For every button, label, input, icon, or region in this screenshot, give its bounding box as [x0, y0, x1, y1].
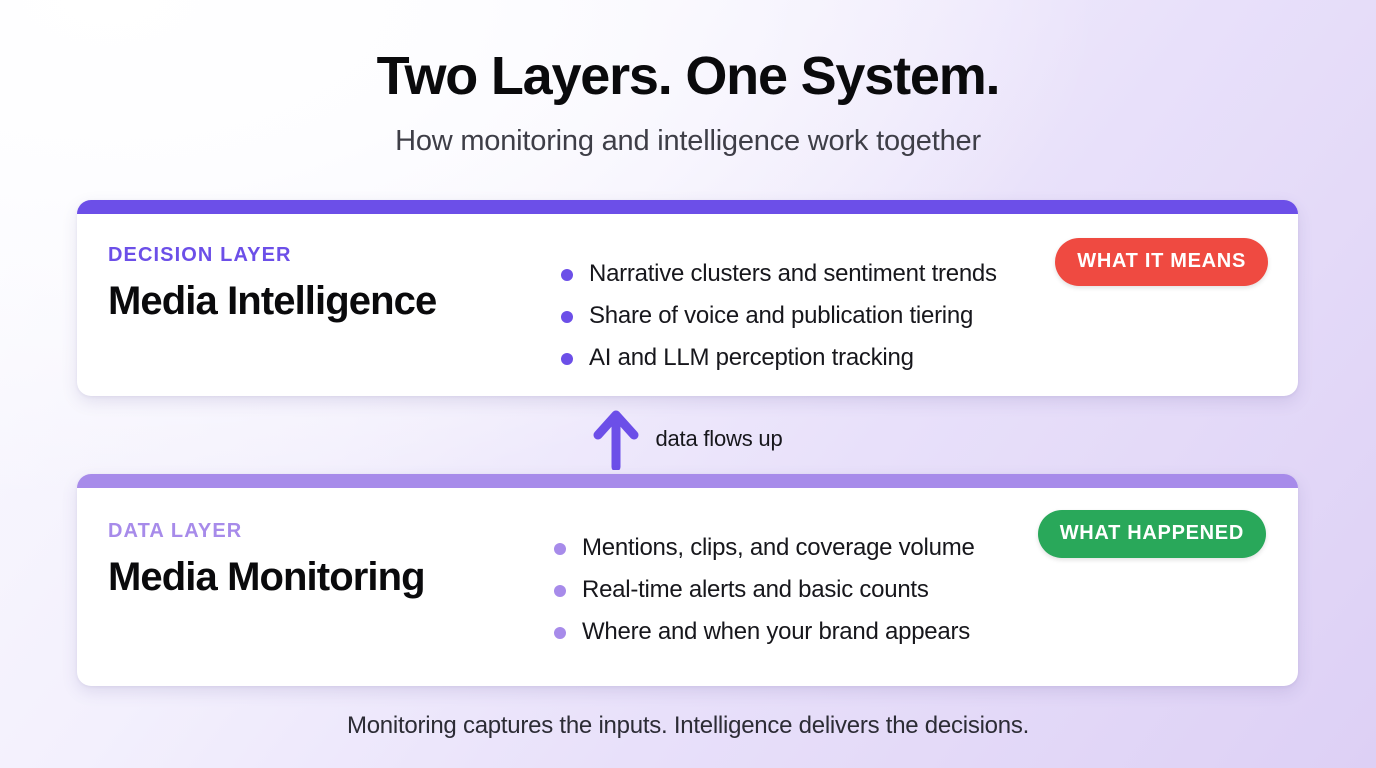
- header: Two Layers. One System. How monitoring a…: [0, 0, 1376, 158]
- decision-layer-heading: Media Intelligence: [108, 279, 437, 323]
- bullet-dot-icon: [554, 627, 566, 639]
- data-layer-bullet-list: Mentions, clips, and coverage volume Rea…: [554, 534, 975, 646]
- list-item: Share of voice and publication tiering: [561, 302, 997, 330]
- list-item-label: Mentions, clips, and coverage volume: [582, 534, 975, 561]
- decision-layer-bullet-list: Narrative clusters and sentiment trends …: [561, 260, 997, 372]
- list-item-label: Real-time alerts and basic counts: [582, 576, 929, 603]
- page-subtitle: How monitoring and intelligence work tog…: [395, 124, 981, 157]
- bullet-dot-icon: [561, 269, 573, 281]
- card-accent-bar-decision: [77, 200, 1298, 214]
- footer-caption: Monitoring captures the inputs. Intellig…: [346, 712, 1030, 739]
- decision-layer-card-titles: DECISION LAYER Media Intelligence: [108, 244, 437, 324]
- decision-layer-eyebrow: DECISION LAYER: [108, 244, 292, 266]
- bullet-dot-icon: [561, 311, 573, 323]
- bullet-dot-icon: [554, 543, 566, 555]
- data-layer-heading: Media Monitoring: [108, 555, 426, 599]
- status-badge-what-happened: WHAT HAPPENED: [1037, 510, 1266, 558]
- card-accent-bar-data: [77, 474, 1298, 488]
- page-title: Two Layers. One System.: [376, 46, 1001, 106]
- list-item-label: AI and LLM perception tracking: [589, 344, 914, 371]
- list-item-label: Share of voice and publication tiering: [589, 302, 974, 329]
- list-item-label: Narrative clusters and sentiment trends: [589, 260, 997, 287]
- arrow-up-icon: [593, 410, 639, 470]
- bullet-dot-icon: [561, 353, 573, 365]
- list-item: AI and LLM perception tracking: [561, 344, 997, 372]
- data-layer-card: DATA LAYER Media Monitoring Mentions, cl…: [77, 474, 1298, 686]
- data-layer-eyebrow: DATA LAYER: [108, 520, 243, 542]
- data-layer-card-body: DATA LAYER Media Monitoring Mentions, cl…: [77, 488, 1298, 686]
- list-item: Mentions, clips, and coverage volume: [554, 534, 975, 562]
- list-item: Real-time alerts and basic counts: [554, 576, 975, 604]
- list-item: Where and when your brand appears: [554, 618, 975, 646]
- decision-layer-card: DECISION LAYER Media Intelligence Narrat…: [77, 200, 1298, 396]
- data-layer-card-titles: DATA LAYER Media Monitoring: [108, 520, 426, 600]
- list-item-label: Where and when your brand appears: [582, 618, 970, 645]
- bullet-dot-icon: [554, 585, 566, 597]
- data-flow-label: data flows up: [655, 426, 783, 451]
- status-badge-what-it-means: WHAT IT MEANS: [1055, 238, 1268, 286]
- list-item: Narrative clusters and sentiment trends: [561, 260, 997, 288]
- connector: data flows up: [0, 408, 1376, 470]
- decision-layer-card-body: DECISION LAYER Media Intelligence Narrat…: [77, 214, 1298, 396]
